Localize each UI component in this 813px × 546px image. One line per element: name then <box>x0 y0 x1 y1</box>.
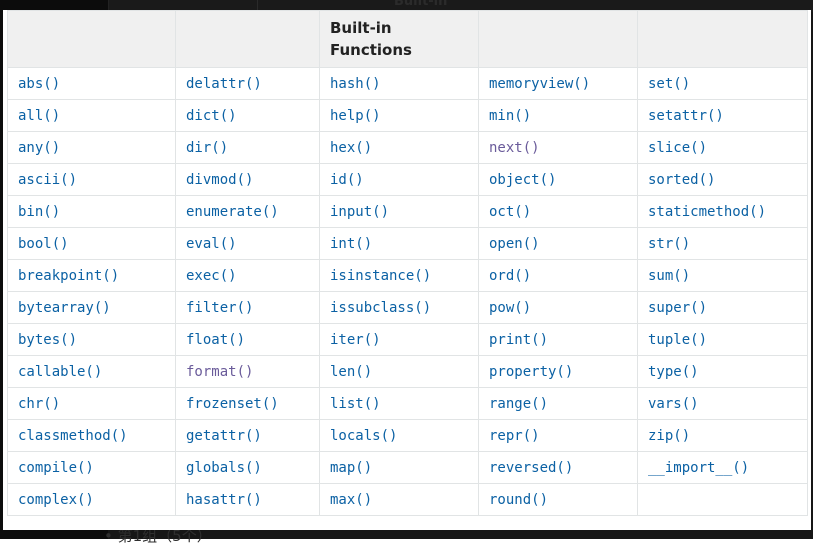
function-link[interactable]: id() <box>319 163 479 196</box>
header-cell-title: Built-in Functions <box>319 10 479 68</box>
function-link[interactable]: min() <box>478 99 638 132</box>
function-link[interactable]: input() <box>319 195 479 228</box>
function-link[interactable]: list() <box>319 387 479 420</box>
function-link[interactable]: hash() <box>319 67 479 100</box>
function-link[interactable]: dict() <box>175 99 320 132</box>
function-link[interactable]: sum() <box>637 259 808 292</box>
function-link[interactable]: len() <box>319 355 479 388</box>
empty-cell <box>637 483 808 516</box>
function-link[interactable]: repr() <box>478 419 638 452</box>
function-link[interactable]: getattr() <box>175 419 320 452</box>
table-row: bytearray()filter()issubclass()pow()supe… <box>7 291 808 324</box>
function-link[interactable]: str() <box>637 227 808 260</box>
function-link[interactable]: isinstance() <box>319 259 479 292</box>
function-link[interactable]: globals() <box>175 451 320 484</box>
function-link[interactable]: pow() <box>478 291 638 324</box>
table-row: any()dir()hex()next()slice() <box>7 131 808 164</box>
function-link[interactable]: round() <box>478 483 638 516</box>
table-row: compile()globals()map()reversed()__impor… <box>7 451 808 484</box>
function-link[interactable]: setattr() <box>637 99 808 132</box>
function-link[interactable]: locals() <box>319 419 479 452</box>
function-link[interactable]: bytearray() <box>7 291 176 324</box>
function-link[interactable]: format() <box>175 355 320 388</box>
function-link[interactable]: print() <box>478 323 638 356</box>
table-row: callable()format()len()property()type() <box>7 355 808 388</box>
function-link[interactable]: complex() <box>7 483 176 516</box>
header-cell <box>175 10 320 68</box>
builtin-functions-table: Built-in Functions abs()delattr()hash()m… <box>7 10 808 516</box>
function-link[interactable]: int() <box>319 227 479 260</box>
function-link[interactable]: dir() <box>175 131 320 164</box>
function-link[interactable]: hasattr() <box>175 483 320 516</box>
table-row: bin()enumerate()input()oct()staticmethod… <box>7 195 808 228</box>
function-link[interactable]: exec() <box>175 259 320 292</box>
function-link[interactable]: all() <box>7 99 176 132</box>
table-row: chr()frozenset()list()range()vars() <box>7 387 808 420</box>
table-row: breakpoint()exec()isinstance()ord()sum() <box>7 259 808 292</box>
function-link[interactable]: chr() <box>7 387 176 420</box>
function-link[interactable]: property() <box>478 355 638 388</box>
background-header-text: Built-in <box>394 0 448 9</box>
function-link[interactable]: callable() <box>7 355 176 388</box>
table-row: bool()eval()int()open()str() <box>7 227 808 260</box>
background-table-header <box>108 0 813 12</box>
function-link[interactable]: hex() <box>319 131 479 164</box>
function-link[interactable]: reversed() <box>478 451 638 484</box>
background-divider <box>257 0 258 12</box>
table-row: abs()delattr()hash()memoryview()set() <box>7 67 808 100</box>
header-cell <box>478 10 638 68</box>
function-link[interactable]: abs() <box>7 67 176 100</box>
function-link[interactable]: __import__() <box>637 451 808 484</box>
function-link[interactable]: next() <box>478 131 638 164</box>
function-link[interactable]: range() <box>478 387 638 420</box>
function-link[interactable]: tuple() <box>637 323 808 356</box>
function-link[interactable]: filter() <box>175 291 320 324</box>
function-link[interactable]: set() <box>637 67 808 100</box>
function-link[interactable]: issubclass() <box>319 291 479 324</box>
function-link[interactable]: bytes() <box>7 323 176 356</box>
header-cell <box>7 10 176 68</box>
function-link[interactable]: vars() <box>637 387 808 420</box>
function-link[interactable]: compile() <box>7 451 176 484</box>
function-link[interactable]: type() <box>637 355 808 388</box>
table-row: complex()hasattr()max()round() <box>7 483 808 516</box>
function-link[interactable]: classmethod() <box>7 419 176 452</box>
function-link[interactable]: breakpoint() <box>7 259 176 292</box>
function-link[interactable]: iter() <box>319 323 479 356</box>
table-row: ascii()divmod()id()object()sorted() <box>7 163 808 196</box>
function-link[interactable]: super() <box>637 291 808 324</box>
function-link[interactable]: float() <box>175 323 320 356</box>
function-link[interactable]: max() <box>319 483 479 516</box>
function-link[interactable]: help() <box>319 99 479 132</box>
function-link[interactable]: bin() <box>7 195 176 228</box>
function-link[interactable]: open() <box>478 227 638 260</box>
table-header-row: Built-in Functions <box>7 10 808 68</box>
function-link[interactable]: any() <box>7 131 176 164</box>
table-row: bytes()float()iter()print()tuple() <box>7 323 808 356</box>
function-link[interactable]: eval() <box>175 227 320 260</box>
function-link[interactable]: zip() <box>637 419 808 452</box>
function-link[interactable]: ord() <box>478 259 638 292</box>
function-link[interactable]: memoryview() <box>478 67 638 100</box>
function-link[interactable]: delattr() <box>175 67 320 100</box>
function-link[interactable]: ascii() <box>7 163 176 196</box>
function-link[interactable]: oct() <box>478 195 638 228</box>
header-cell <box>637 10 808 68</box>
function-link[interactable]: staticmethod() <box>637 195 808 228</box>
function-link[interactable]: object() <box>478 163 638 196</box>
function-link[interactable]: divmod() <box>175 163 320 196</box>
table-row: classmethod()getattr()locals()repr()zip(… <box>7 419 808 452</box>
table-row: all()dict()help()min()setattr() <box>7 99 808 132</box>
function-link[interactable]: slice() <box>637 131 808 164</box>
function-link[interactable]: bool() <box>7 227 176 260</box>
function-link[interactable]: map() <box>319 451 479 484</box>
function-link[interactable]: frozenset() <box>175 387 320 420</box>
function-link[interactable]: enumerate() <box>175 195 320 228</box>
function-link[interactable]: sorted() <box>637 163 808 196</box>
